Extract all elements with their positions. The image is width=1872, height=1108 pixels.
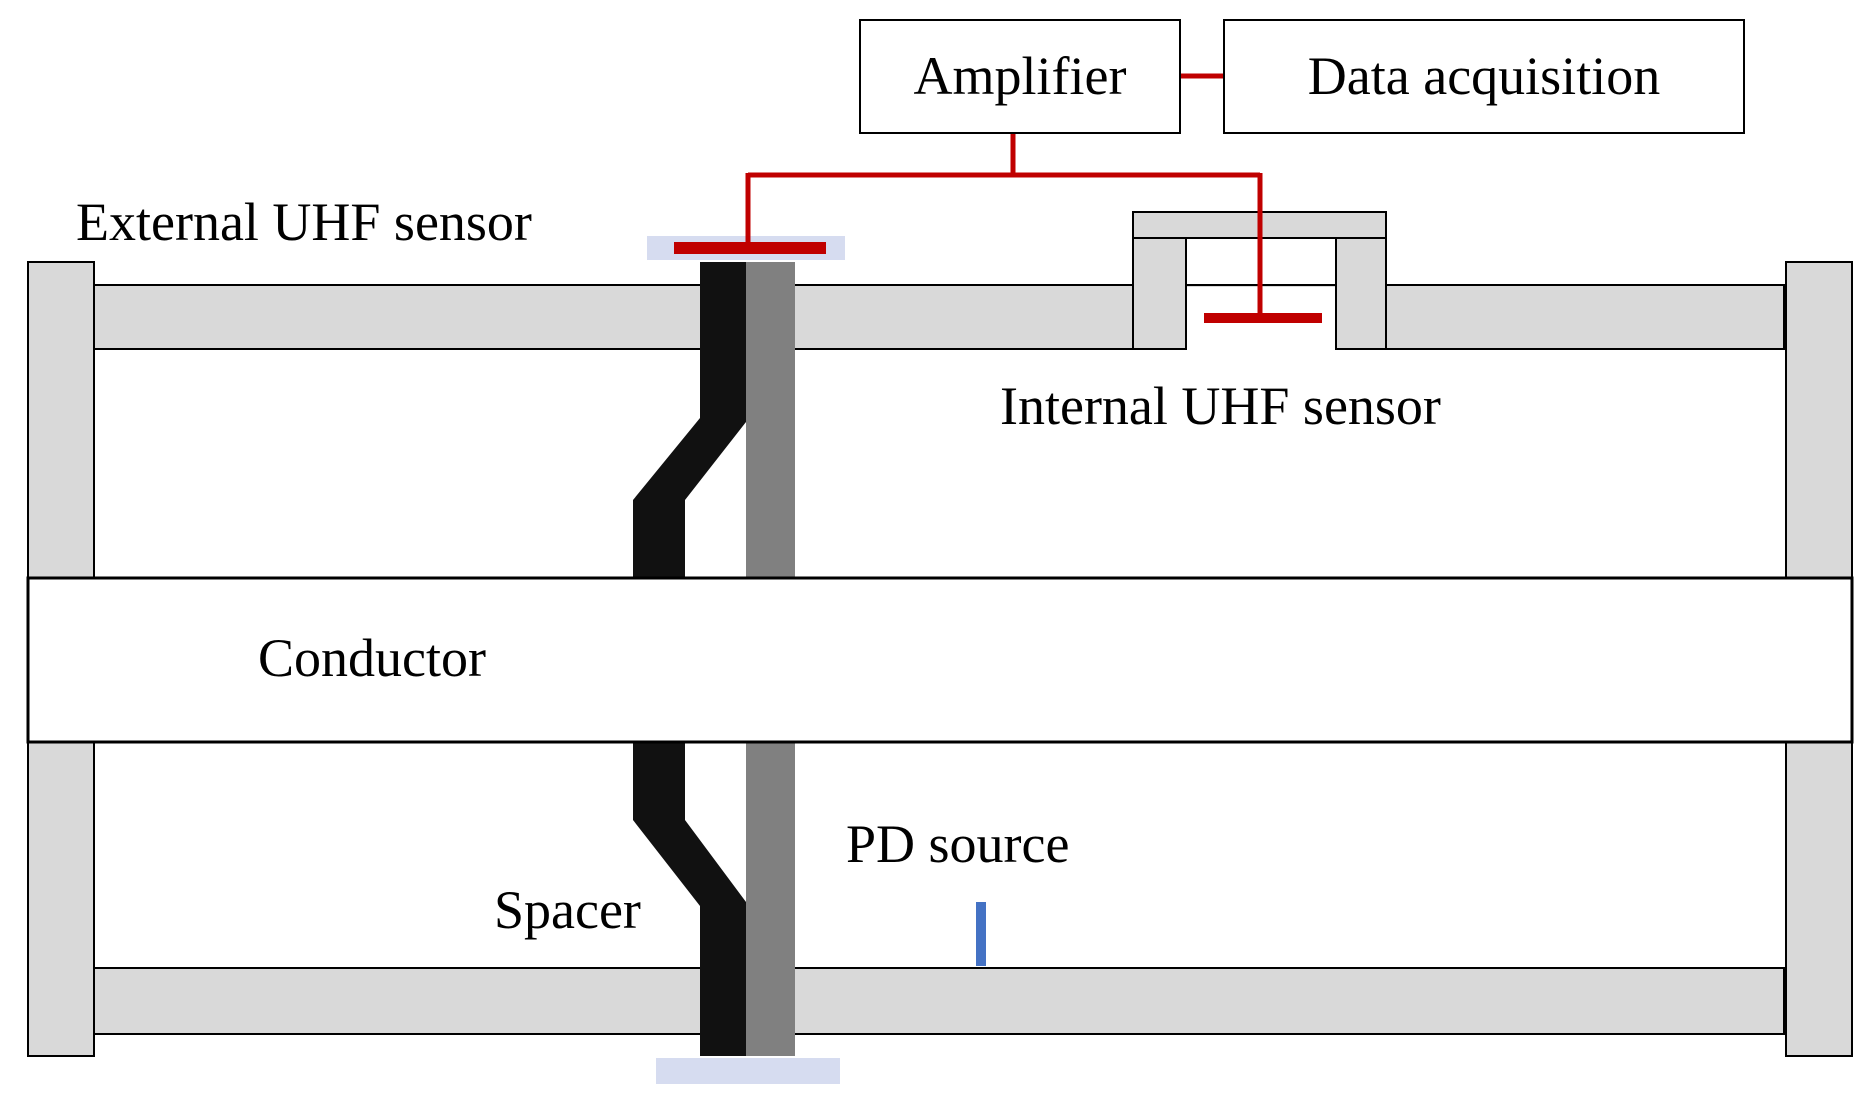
sensor-port-left-wall (1132, 237, 1187, 350)
conductor (26, 576, 1854, 744)
internal-sensor-label: Internal UHF sensor (1000, 376, 1441, 436)
data-acquisition-box (1223, 19, 1745, 134)
enclosure-bottom-wall (93, 967, 1785, 1035)
external-sensor-label: External UHF sensor (76, 192, 532, 252)
spacer-black-top (633, 262, 746, 578)
conductor-label: Conductor (258, 628, 486, 688)
data-acquisition-label: Data acquisition (1308, 46, 1660, 106)
sensor-port-right-wall (1335, 237, 1387, 350)
bottom-sensor-pad (656, 1058, 840, 1084)
amplifier-label: Amplifier (914, 46, 1127, 106)
enclosure-top-wall (93, 284, 1785, 350)
amplifier-box (859, 19, 1181, 134)
pd-source-label: PD source (846, 814, 1069, 874)
spacer-black-bottom (633, 742, 746, 1056)
spacer-label: Spacer (494, 880, 641, 940)
